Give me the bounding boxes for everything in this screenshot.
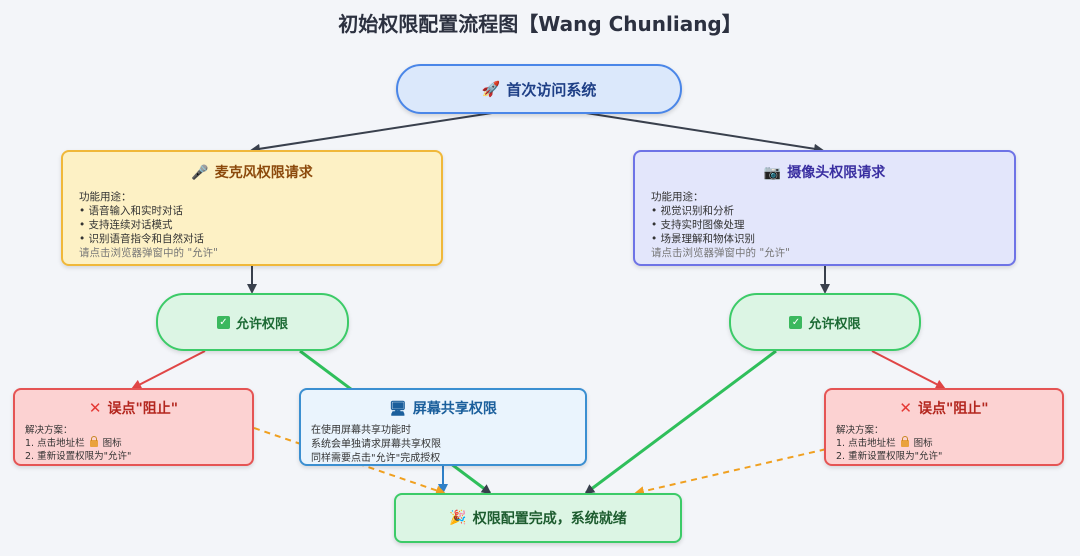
microphone-icon: 🎤 xyxy=(191,165,209,181)
mic-line-1: • 语音输入和实时对话 xyxy=(79,205,184,217)
screen-line-1: 在使用屏幕共享功能时 xyxy=(311,425,411,436)
rocket-icon: 🚀 xyxy=(481,80,501,98)
start-node: 🚀 首次访问系统 xyxy=(396,64,682,114)
lock-icon xyxy=(900,436,909,447)
cross-icon: ✕ xyxy=(899,399,912,417)
microphone-permission-node: 🎤 麦克风权限请求 功能用途： • 语音输入和实时对话 • 支持连续对话模式 • … xyxy=(61,150,443,266)
blocked-error-left-node: ✕ 误点"阻止" 解决方案： 1. 点击地址栏 图标 2. 重新设置权限为"允许" xyxy=(13,388,254,466)
err-right-step-1-post: 图标 xyxy=(913,438,933,449)
cam-line-3: • 场景理解和物体识别 xyxy=(651,233,756,245)
cam-line-2: • 支持实时图像处理 xyxy=(651,219,745,231)
err-right-title-row: ✕ 误点"阻止" xyxy=(836,398,1052,418)
mic-line-3: • 识别语音指令和自然对话 xyxy=(79,233,205,245)
err-left-step-2: 2. 重新设置权限为"允许" xyxy=(25,451,132,462)
mic-hint: 请点击浏览器弹窗中的 "允许" xyxy=(79,247,218,259)
cam-line-1: • 视觉识别和分析 xyxy=(651,205,735,217)
screen-share-permission-node: 🖥 屏幕共享权限 在使用屏幕共享功能时 系统会单独请求屏幕共享权限 同样需要点击"… xyxy=(299,388,587,466)
err-left-title: 误点"阻止" xyxy=(107,401,179,417)
party-popper-icon: 🎉 xyxy=(449,510,467,526)
edge-allow-err-left xyxy=(131,350,206,389)
cam-purpose: 功能用途： xyxy=(651,191,704,203)
err-left-solution: 解决方案： xyxy=(25,425,73,436)
mic-title-row: 🎤 麦克风权限请求 xyxy=(79,162,425,182)
screen-line-3: 同样需要点击"允许"完成授权 xyxy=(311,453,441,464)
err-right-title: 误点"阻止" xyxy=(917,401,989,417)
screen-title: 屏幕共享权限 xyxy=(412,401,497,417)
err-left-title-row: ✕ 误点"阻止" xyxy=(25,398,242,418)
err-right-step-1-pre: 1. 点击地址栏 xyxy=(836,438,896,449)
edge-allow-done-right xyxy=(584,349,777,495)
err-left-step-1-pre: 1. 点击地址栏 xyxy=(25,438,85,449)
start-label: 首次访问系统 xyxy=(506,80,597,99)
blocked-error-right-node: ✕ 误点"阻止" 解决方案： 1. 点击地址栏 图标 2. 重新设置权限为"允许" xyxy=(824,388,1064,466)
mic-title: 麦克风权限请求 xyxy=(214,165,313,181)
checkbox-icon: ✓ xyxy=(789,315,803,329)
allow-left-label: 允许权限 xyxy=(235,316,288,332)
allow-right-label: 允许权限 xyxy=(808,316,861,332)
err-right-solution: 解决方案： xyxy=(836,425,884,436)
err-left-step-1-post: 图标 xyxy=(102,438,122,449)
camera-icon: 📷 xyxy=(763,165,782,181)
allow-permission-right-node: ✓ 允许权限 xyxy=(729,293,921,351)
cam-title-row: 📷 摄像头权限请求 xyxy=(651,162,998,182)
monitor-icon: 🖥 xyxy=(389,401,407,417)
setup-complete-node: 🎉 权限配置完成，系统就绪 xyxy=(394,493,682,543)
err-left-step-1: 1. 点击地址栏 图标 xyxy=(25,436,242,450)
mic-line-2: • 支持连续对话模式 xyxy=(79,219,173,231)
edge-start-mic xyxy=(250,112,493,154)
lock-icon xyxy=(89,436,98,447)
done-label: 权限配置完成，系统就绪 xyxy=(472,511,627,527)
cam-title: 摄像头权限请求 xyxy=(787,165,886,181)
screen-title-row: 🖥 屏幕共享权限 xyxy=(311,398,575,418)
camera-permission-node: 📷 摄像头权限请求 功能用途： • 视觉识别和分析 • 支持实时图像处理 • 场景… xyxy=(633,150,1016,266)
checkbox-icon: ✓ xyxy=(216,315,230,329)
screen-line-2: 系统会单独请求屏幕共享权限 xyxy=(311,439,441,450)
allow-permission-left-node: ✓ 允许权限 xyxy=(156,293,349,351)
cam-hint: 请点击浏览器弹窗中的 "允许" xyxy=(651,247,790,259)
cross-icon: ✕ xyxy=(88,399,102,417)
diagram-title: 初始权限配置流程图【Wang Chunliang】 xyxy=(338,12,742,36)
err-right-step-2: 2. 重新设置权限为"允许" xyxy=(836,451,943,462)
err-right-step-1: 1. 点击地址栏 图标 xyxy=(836,436,1052,450)
mic-purpose: 功能用途： xyxy=(79,191,132,203)
edge-allow-err-right xyxy=(871,350,946,389)
edge-start-cam xyxy=(585,112,824,154)
